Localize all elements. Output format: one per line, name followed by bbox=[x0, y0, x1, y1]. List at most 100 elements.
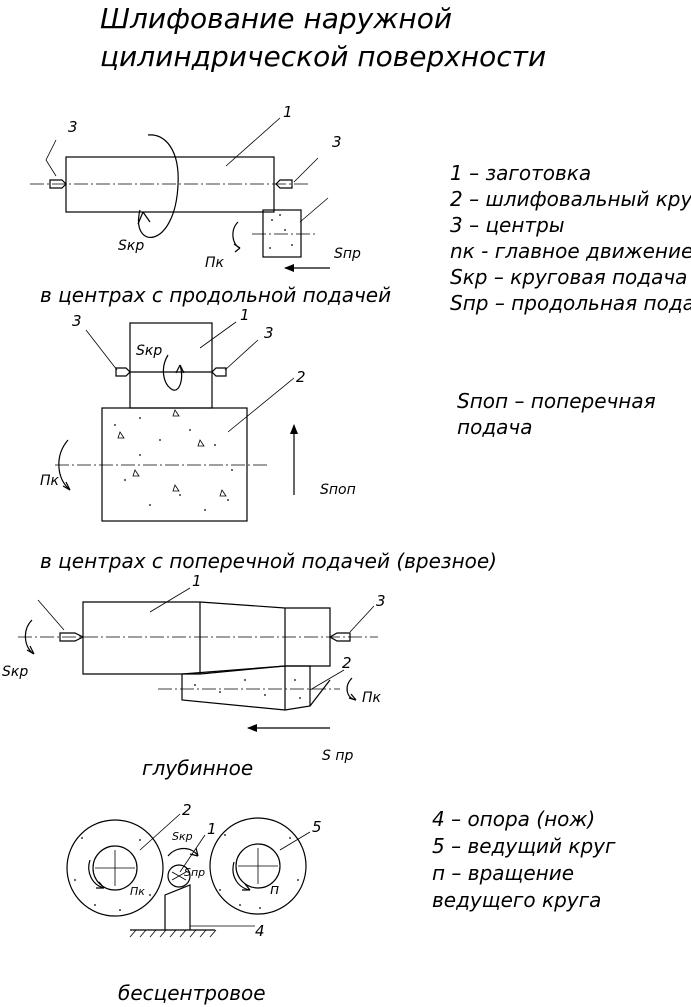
label-3-right: 3 bbox=[332, 133, 342, 151]
rotation-arrow-nk bbox=[58, 439, 71, 491]
left-center bbox=[115, 367, 131, 377]
leader-2 bbox=[299, 197, 329, 223]
workpiece bbox=[167, 864, 191, 888]
legend-item: 5 – ведущий круг bbox=[432, 834, 616, 858]
workpiece bbox=[65, 156, 275, 213]
legend-item: Sпоп – поперечная bbox=[457, 389, 656, 413]
leader-2 bbox=[227, 377, 295, 433]
grinding-wheel-hub bbox=[92, 845, 138, 891]
left-center bbox=[59, 632, 85, 642]
label-2: 2 bbox=[182, 801, 192, 819]
leader-3-right bbox=[224, 339, 259, 371]
label-nk: Пк bbox=[130, 885, 145, 898]
legend-item: Sпр – продольная подача bbox=[450, 291, 691, 315]
label-2: 2 bbox=[296, 368, 306, 386]
label-3: 3 bbox=[376, 592, 386, 610]
arrowhead bbox=[233, 243, 241, 253]
leader-extra bbox=[37, 599, 65, 631]
workpiece bbox=[129, 322, 213, 409]
speckle-fill bbox=[114, 409, 233, 511]
rotation-arrow-skr bbox=[162, 354, 183, 391]
grinding-wheel bbox=[262, 209, 302, 258]
rotation-arrow-nk bbox=[346, 677, 357, 701]
label-1: 1 bbox=[207, 820, 217, 838]
arrowhead bbox=[62, 481, 71, 491]
legend-item: 1 – заготовка bbox=[450, 161, 591, 185]
label-skr: Sкр bbox=[2, 664, 28, 680]
right-center bbox=[275, 179, 293, 189]
leader-3 bbox=[349, 605, 375, 633]
label-1: 1 bbox=[283, 103, 293, 121]
label-spr: Sпр bbox=[184, 866, 205, 879]
wheel-edge bbox=[309, 679, 331, 707]
speckle-fill bbox=[74, 834, 299, 911]
label-5: 5 bbox=[312, 818, 322, 836]
speckle-fill bbox=[194, 679, 301, 699]
leader-2 bbox=[309, 669, 345, 691]
right-center bbox=[328, 632, 351, 642]
grinding-wheel bbox=[101, 407, 248, 522]
rotation-arrow-skr bbox=[138, 134, 179, 238]
figure-longitudinal-feed: 3 1 3 Sкр Пк Sпр в центрах с продольной … bbox=[30, 103, 391, 307]
arrowhead bbox=[96, 881, 105, 889]
caption: бесцентровое bbox=[118, 981, 266, 1005]
arrowhead bbox=[137, 211, 151, 225]
rotation-arrow-nk bbox=[88, 859, 105, 889]
legend-item: 3 – центры bbox=[450, 213, 565, 237]
label-2: 2 bbox=[342, 654, 352, 672]
label-skr: Sкр bbox=[172, 830, 193, 843]
arrowhead bbox=[26, 645, 35, 655]
leader-2 bbox=[139, 813, 181, 851]
label-3-left: 3 bbox=[68, 118, 78, 136]
legend-item: ведущего круга bbox=[432, 888, 601, 912]
rotation-arrow-skr bbox=[167, 847, 199, 857]
workpiece-mark bbox=[171, 871, 187, 881]
caption: в центрах с поперечной подачей (врезное) bbox=[40, 549, 497, 573]
leader-1 bbox=[149, 587, 191, 613]
right-center bbox=[211, 367, 227, 377]
arrowhead bbox=[348, 693, 357, 701]
label-skr: Sкр bbox=[136, 343, 162, 359]
leader-1 bbox=[225, 117, 281, 167]
driving-wheel-hub bbox=[235, 843, 281, 889]
caption: глубинное bbox=[142, 756, 253, 780]
driving-wheel bbox=[209, 817, 307, 915]
caption: в центрах с продольной подачей bbox=[40, 283, 391, 307]
label-spr: Sпр bbox=[334, 246, 361, 262]
legend-item: nк - главное движение bbox=[450, 239, 691, 263]
legend-item: Sкр – круговая подача bbox=[450, 265, 687, 289]
arrowhead bbox=[175, 364, 185, 374]
arrowhead bbox=[242, 883, 251, 891]
legend-top: 1 – заготовка 2 – шлифовальный круг 3 – … bbox=[450, 161, 691, 315]
label-nk: Пк bbox=[205, 255, 225, 271]
label-n: п bbox=[270, 882, 279, 898]
title-line-2: цилиндрической поверхности bbox=[100, 40, 546, 73]
label-3-left: 3 bbox=[72, 312, 82, 330]
title-line-1: Шлифование наружной bbox=[100, 2, 452, 35]
workpiece bbox=[82, 601, 331, 675]
grinding-wheel bbox=[181, 665, 311, 711]
arrowhead bbox=[189, 847, 199, 857]
leader-3-left bbox=[45, 139, 57, 177]
label-skr: Sкр bbox=[118, 238, 144, 254]
label-spop: Sпоп bbox=[320, 482, 356, 498]
legend-mid: Sпоп – поперечная подача bbox=[457, 389, 656, 439]
legend-item: 2 – шлифовальный круг bbox=[450, 187, 691, 211]
figure-deep-grinding: 1 3 2 Sкр Пк S пр глубинное bbox=[2, 572, 386, 780]
leader-1 bbox=[199, 321, 237, 349]
left-center bbox=[49, 179, 67, 189]
label-3-right: 3 bbox=[264, 324, 274, 342]
grinding-wheel bbox=[66, 819, 164, 917]
leader-3-right bbox=[293, 157, 319, 183]
label-1: 1 bbox=[240, 306, 250, 324]
speckle-fill bbox=[269, 214, 293, 249]
legend-bottom: 4 – опора (нож) 5 – ведущий круг п – вра… bbox=[432, 807, 616, 912]
leader-3-left bbox=[85, 329, 118, 371]
figure-plunge-grinding: 3 1 3 2 Sкр Пк Sпоп в центрах с поперечн… bbox=[40, 306, 497, 573]
legend-item: п – вращение bbox=[432, 861, 574, 885]
label-nk: Пк bbox=[40, 473, 60, 489]
legend-item: 4 – опора (нож) bbox=[432, 807, 595, 831]
label-1: 1 bbox=[192, 572, 202, 590]
hatching bbox=[129, 929, 217, 938]
